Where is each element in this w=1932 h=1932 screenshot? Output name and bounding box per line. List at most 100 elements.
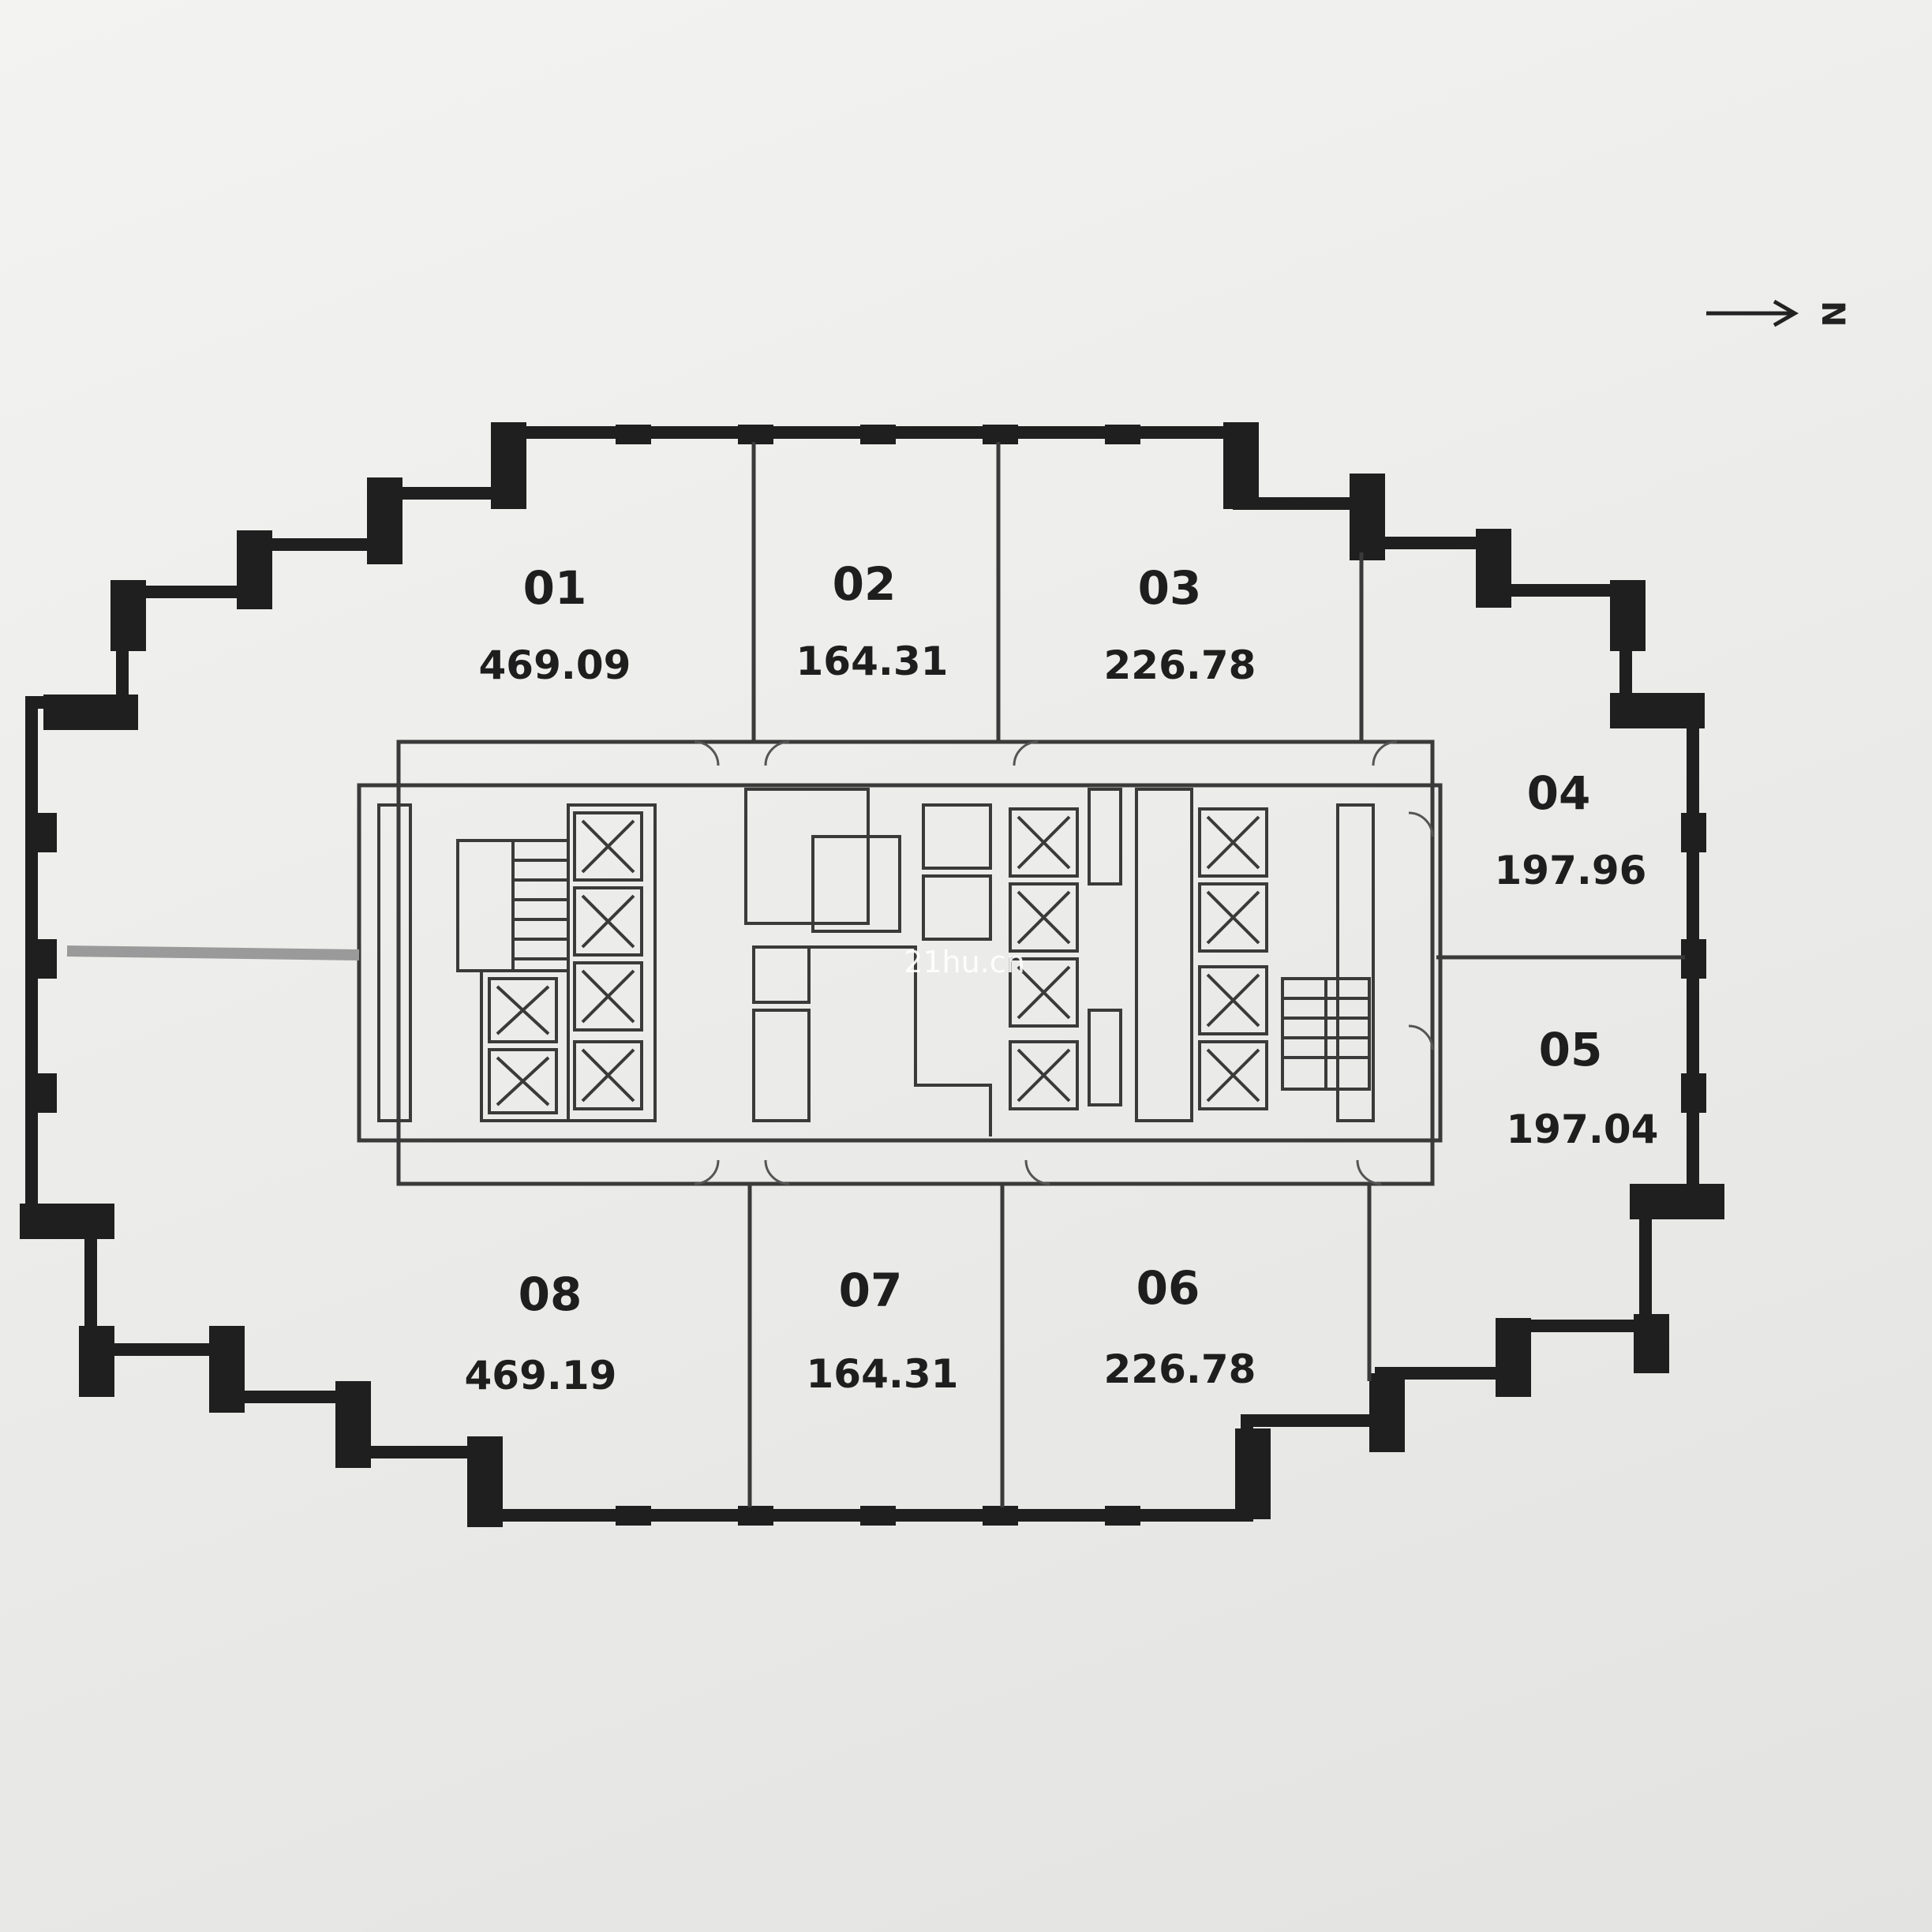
unit-area: 197.04: [1507, 1106, 1659, 1152]
restroom-block: [1135, 788, 1193, 1122]
column: [491, 422, 526, 509]
unit-area: 197.96: [1495, 848, 1647, 893]
door-swing-icon: [1408, 1024, 1434, 1050]
elevator-icon: [1198, 807, 1268, 878]
unit-02: 02 164.31: [796, 557, 949, 684]
door-swing-icon: [694, 1159, 720, 1185]
column: [1496, 1318, 1531, 1397]
unit-number: 07: [839, 1264, 903, 1317]
unit-number: 04: [1527, 766, 1591, 820]
column: [983, 1506, 1018, 1526]
column: [738, 425, 773, 444]
door-swing-icon: [1408, 811, 1434, 837]
unit-number: 05: [1539, 1023, 1603, 1076]
core-room: [811, 835, 901, 933]
column: [1223, 422, 1259, 509]
column: [1681, 939, 1706, 979]
column: [1634, 1314, 1669, 1373]
unit-area: 469.09: [479, 642, 631, 688]
column: [79, 1326, 114, 1397]
column: [860, 1506, 896, 1526]
core-room: [1088, 788, 1122, 886]
core-room: [752, 945, 811, 1004]
column: [1681, 813, 1706, 852]
elevator-icon: [488, 1048, 558, 1114]
column: [1681, 1073, 1706, 1113]
unit-03: 03 226.78: [1104, 561, 1256, 688]
column: [20, 1204, 114, 1239]
column: [32, 1073, 57, 1113]
core-room: [922, 874, 992, 941]
column: [1350, 474, 1385, 560]
column: [738, 1506, 773, 1526]
column: [616, 425, 651, 444]
column: [1105, 425, 1140, 444]
column: [983, 425, 1018, 444]
core-room: [1088, 1009, 1122, 1106]
core-west-shaft: [377, 803, 412, 1122]
core-room: [744, 788, 870, 925]
unit-area: 226.78: [1104, 642, 1256, 688]
north-label: N: [1814, 301, 1851, 327]
column: [1630, 1184, 1724, 1219]
unit-number: 02: [833, 557, 897, 611]
partition-walls: [66, 442, 1685, 1507]
door-swing-icon: [1356, 1159, 1382, 1185]
column: [616, 1506, 651, 1526]
core-corridor: [396, 739, 1435, 1186]
column: [1105, 1506, 1140, 1526]
middle-elevator-bank: [1009, 788, 1371, 1122]
elevator-icon: [573, 961, 643, 1032]
unit-area: 226.78: [1104, 1346, 1256, 1392]
column: [1610, 580, 1646, 651]
elevator-icon: [488, 977, 558, 1043]
elevator-icon: [573, 886, 643, 957]
column: [209, 1326, 245, 1413]
watermark: 21hu.cn: [904, 945, 1025, 979]
unit-area: 164.31: [796, 638, 949, 684]
door-swing-icon: [1372, 740, 1398, 766]
column: [335, 1381, 371, 1468]
unit-number: 06: [1136, 1261, 1200, 1315]
unit-06: 06 226.78: [1104, 1261, 1256, 1392]
north-arrow: N: [1706, 299, 1851, 327]
west-core: [456, 803, 657, 1122]
elevator-icon: [1198, 882, 1268, 953]
column: [237, 530, 272, 609]
unit-01: 01 469.09: [479, 561, 631, 688]
core-east-shaft: [1336, 803, 1375, 1122]
core-room: [922, 803, 992, 870]
unit-area: 164.31: [807, 1351, 959, 1397]
column: [110, 580, 146, 651]
column: [32, 939, 57, 979]
west-elevator-bank: [488, 811, 643, 1114]
column: [1235, 1428, 1271, 1519]
column: [1610, 693, 1705, 728]
elevator-icon: [1009, 1040, 1079, 1110]
unit-07: 07 164.31: [807, 1264, 959, 1397]
middle-core: [744, 788, 992, 1136]
unit-08: 08 469.19: [465, 1267, 617, 1398]
door-swing-icon: [1013, 740, 1039, 766]
unit-area: 469.19: [465, 1353, 617, 1398]
door-swing-icon: [1024, 1159, 1050, 1185]
door-swing-icon: [764, 1159, 790, 1185]
structural-columns: [20, 422, 1724, 1527]
column: [1369, 1373, 1405, 1452]
unit-05: 05 197.04: [1507, 1023, 1659, 1152]
doors: [694, 740, 1434, 1185]
core-block: [357, 783, 1443, 1143]
unit-number: 01: [523, 561, 587, 615]
partition-line: [66, 945, 360, 960]
elevator-icon: [1009, 807, 1079, 878]
elevator-icon: [1009, 882, 1079, 953]
door-swing-icon: [694, 740, 720, 766]
door-swing-icon: [764, 740, 790, 766]
column: [1476, 529, 1511, 608]
elevator-icon: [573, 1040, 643, 1110]
elevator-icon: [1198, 1040, 1268, 1110]
column: [367, 477, 402, 564]
core-room: [752, 1009, 811, 1122]
